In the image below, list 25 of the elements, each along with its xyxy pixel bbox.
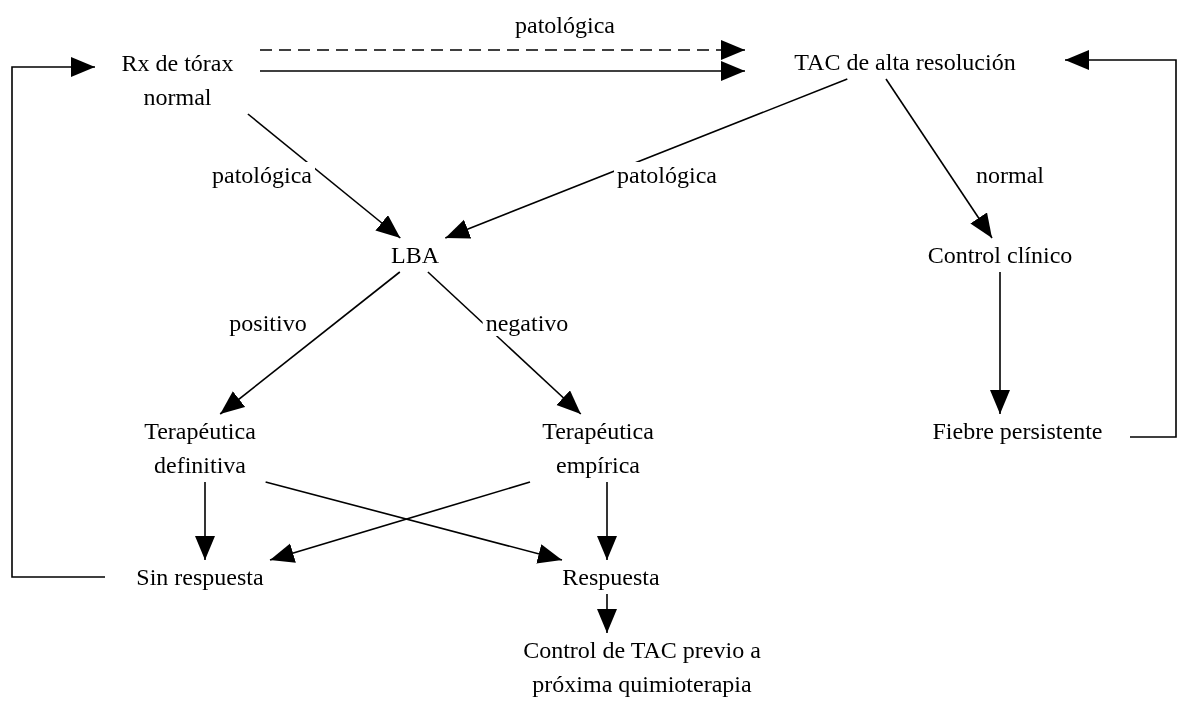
node-text: Sin respuesta	[135, 563, 265, 592]
arrow	[1064, 50, 1177, 438]
node-text: Respuesta	[561, 563, 661, 592]
node-text: Fiebre persistente	[931, 417, 1104, 446]
arrow	[259, 61, 746, 81]
arrow	[259, 40, 746, 60]
node-text: Rx de tórax normal	[120, 49, 235, 112]
arrow	[11, 57, 106, 578]
node-text: Terapéutica empírica	[541, 417, 655, 480]
arrow	[597, 481, 617, 561]
arrow	[219, 271, 401, 415]
arrow	[427, 271, 582, 415]
node-text: LBA	[390, 241, 440, 270]
arrow	[247, 113, 402, 239]
arrow	[885, 78, 993, 239]
node-text: Control de TAC previo a próxima quimioterapia	[522, 636, 762, 699]
node-text: Control clínico	[926, 241, 1074, 270]
arrow	[444, 78, 849, 239]
edge-label: patológica	[209, 162, 315, 188]
arrow	[195, 481, 215, 561]
edge-label: patológica	[614, 162, 720, 188]
node-text: Terapéutica definitiva	[143, 417, 257, 480]
arrow	[597, 593, 617, 634]
node-text: TAC de alta resolución	[793, 48, 1017, 77]
arrow	[990, 271, 1010, 415]
